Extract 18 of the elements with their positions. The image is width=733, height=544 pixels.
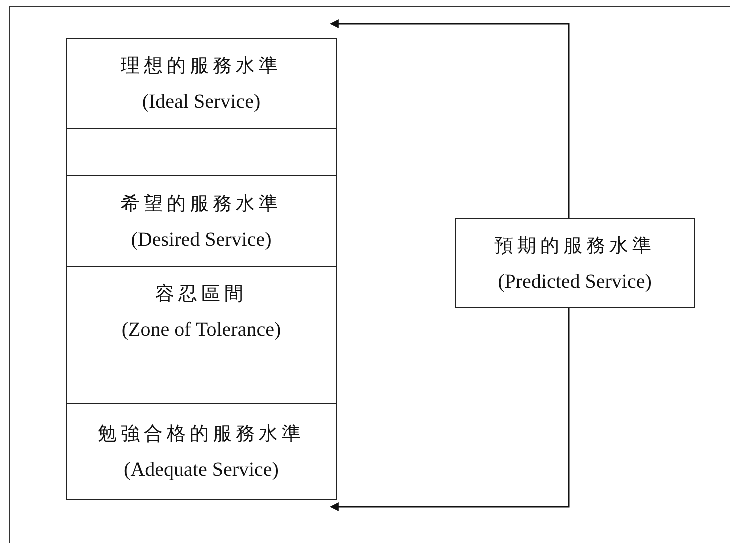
level-box [66,266,337,404]
level-box [66,175,337,267]
english-label: (Ideal Service) [142,91,261,114]
arrow [330,308,570,512]
level-box [455,218,695,308]
level-box [66,403,337,500]
english-label: (Predicted Service) [498,270,652,294]
chinese-label: 希望的服務水準 [121,192,282,216]
english-label: (Adequate Service) [124,459,279,482]
arrow [330,20,570,218]
english-label: (Desired Service) [131,228,272,252]
chinese-label: 理想的服務水準 [121,55,282,79]
english-label: (Zone of Tolerance) [122,319,282,342]
chinese-label: 預期的服務水準 [494,234,656,258]
empty-band [66,128,337,176]
chinese-label: 容忍區間 [156,283,248,307]
level-box [66,38,337,129]
chinese-label: 勉強合格的服務水準 [98,423,305,447]
